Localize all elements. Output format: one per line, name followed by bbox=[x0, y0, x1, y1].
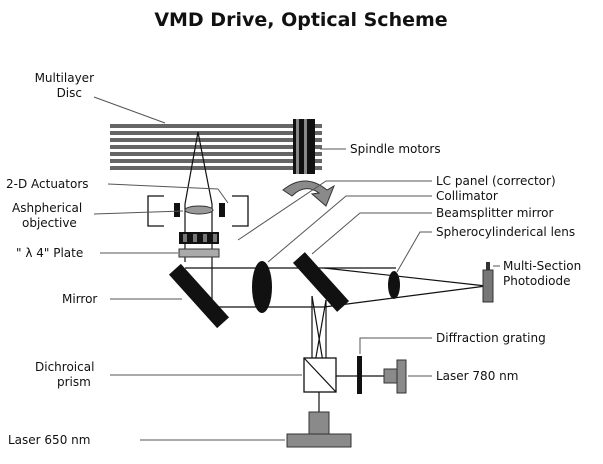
label-photodiode-1: Multi-Section bbox=[503, 259, 581, 273]
label-collimator: Collimator bbox=[436, 189, 498, 203]
mirror bbox=[168, 263, 230, 329]
label-prism-1: Dichroical bbox=[35, 360, 94, 374]
label-laser-780: Laser 780 nm bbox=[436, 369, 518, 383]
leader-lc-panel bbox=[237, 180, 432, 241]
aspherical-objective-lens bbox=[184, 205, 214, 215]
spindle-motor bbox=[293, 119, 315, 174]
leader-spherocyl bbox=[396, 231, 432, 273]
multilayer-disc bbox=[110, 124, 322, 170]
laser-780 bbox=[383, 359, 407, 394]
collimator-lens bbox=[252, 261, 272, 313]
label-prism-2: prism bbox=[57, 375, 91, 389]
leader-grating bbox=[359, 337, 432, 354]
leader-actuators bbox=[107, 183, 219, 190]
multi-section-photodiode bbox=[482, 262, 494, 303]
laser-beams-vertical bbox=[311, 295, 327, 412]
label-objective-2: objective bbox=[22, 216, 77, 230]
label-spherocylindrical-lens: Spherocylinderical lens bbox=[436, 225, 575, 239]
label-multilayer-disc-1: Multilayer bbox=[35, 71, 95, 85]
return-beam bbox=[185, 267, 487, 308]
label-beamsplitter: Beamsplitter mirror bbox=[436, 206, 553, 220]
label-objective-1: Ashpherical bbox=[12, 201, 82, 215]
leader-disc bbox=[93, 96, 166, 124]
quarter-wave-plate bbox=[178, 248, 220, 258]
label-quarter-plate: " λ 4" Plate bbox=[16, 246, 83, 260]
dichroical-prism bbox=[303, 357, 337, 393]
laser-650 bbox=[286, 411, 352, 448]
lc-panel bbox=[179, 232, 219, 244]
label-mirror: Mirror bbox=[62, 292, 97, 306]
label-lc-panel: LC panel (corrector) bbox=[436, 174, 556, 188]
beamsplitter-mirror bbox=[292, 252, 350, 312]
leader-objective bbox=[93, 210, 184, 215]
spherocylindrical-lens bbox=[388, 271, 400, 299]
rotation-arrow-icon bbox=[282, 180, 335, 207]
leader-collimator bbox=[267, 195, 432, 263]
diagram-title: VMD Drive, Optical Scheme bbox=[154, 9, 447, 31]
diffraction-grating bbox=[357, 356, 362, 394]
label-diffraction-grating: Diffraction grating bbox=[436, 331, 546, 345]
label-multilayer-disc-2: Disc bbox=[57, 86, 82, 100]
label-2d-actuators: 2-D Actuators bbox=[6, 177, 89, 191]
leader-actuators-end bbox=[217, 188, 229, 204]
label-laser-650: Laser 650 nm bbox=[8, 433, 90, 447]
label-spindle-motors: Spindle motors bbox=[350, 142, 441, 156]
leader-beamsplitter bbox=[311, 212, 432, 255]
label-photodiode-2: Photodiode bbox=[503, 274, 571, 288]
actuator-frame bbox=[147, 195, 249, 227]
